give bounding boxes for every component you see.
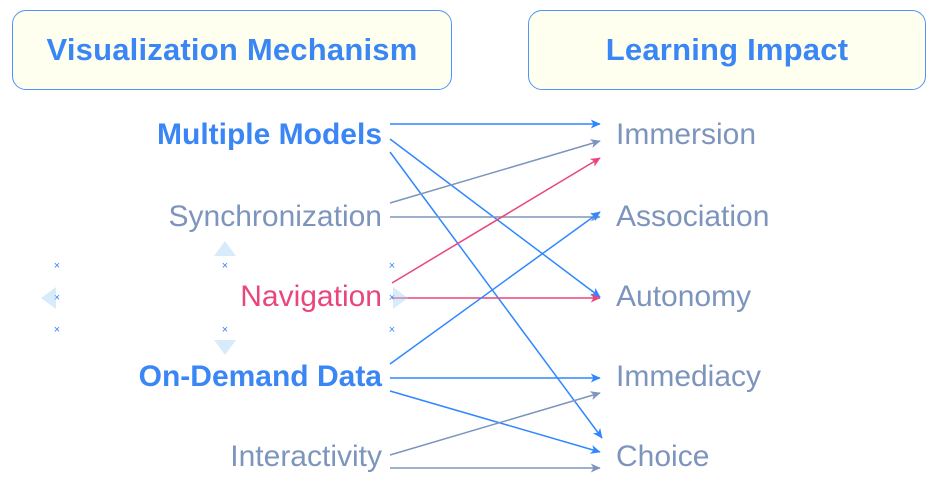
selection-handle-middle-left[interactable]: ×: [53, 291, 61, 304]
selection-handle-top-right[interactable]: ×: [388, 259, 396, 272]
selection-handle-bottom-left[interactable]: ×: [53, 323, 61, 336]
node-navigation[interactable]: Navigation: [240, 280, 382, 313]
selection-handle-bottom-center[interactable]: ×: [221, 323, 229, 336]
selection-handle-middle-right[interactable]: ×: [388, 291, 396, 304]
node-autonomy[interactable]: Autonomy: [616, 280, 752, 313]
edge-synchronization-immersion[interactable]: [389, 139, 601, 204]
edge-multiple-models-choice[interactable]: [389, 151, 603, 439]
node-immediacy[interactable]: Immediacy: [616, 360, 762, 393]
edge-on-demand-data-choice[interactable]: [389, 390, 601, 454]
edge-multiple-models-autonomy[interactable]: [389, 138, 601, 298]
node-synchronization[interactable]: Synchronization: [168, 200, 382, 233]
selection-handle-bottom-right[interactable]: ×: [388, 323, 396, 336]
group-label-visualization-mechanism: Visualization Mechanism: [46, 32, 418, 67]
group-label-learning-impact: Learning Impact: [605, 32, 849, 67]
node-multiple-models[interactable]: Multiple Models: [157, 118, 382, 151]
selection-handle-top-center[interactable]: ×: [221, 259, 229, 272]
node-immersion[interactable]: Immersion: [616, 118, 757, 151]
group-box-learning-impact[interactable]: Learning Impact: [528, 10, 926, 90]
node-choice[interactable]: Choice: [616, 440, 710, 473]
group-box-visualization-mechanism[interactable]: Visualization Mechanism: [12, 10, 452, 90]
node-on-demand-data[interactable]: On-Demand Data: [138, 360, 382, 393]
connection-arrow-right-icon[interactable]: [393, 287, 408, 309]
selection-handle-top-left[interactable]: ×: [53, 259, 61, 272]
node-interactivity[interactable]: Interactivity: [230, 440, 382, 473]
connection-arrow-left-icon[interactable]: [41, 287, 56, 309]
node-association[interactable]: Association: [616, 200, 770, 233]
connection-arrow-down-icon[interactable]: [214, 340, 236, 355]
edge-navigation-immersion[interactable]: [391, 157, 601, 284]
edge-interactivity-immediacy[interactable]: [389, 391, 601, 456]
edge-on-demand-data-association[interactable]: [389, 211, 601, 365]
connection-arrow-up-icon[interactable]: [214, 241, 236, 256]
